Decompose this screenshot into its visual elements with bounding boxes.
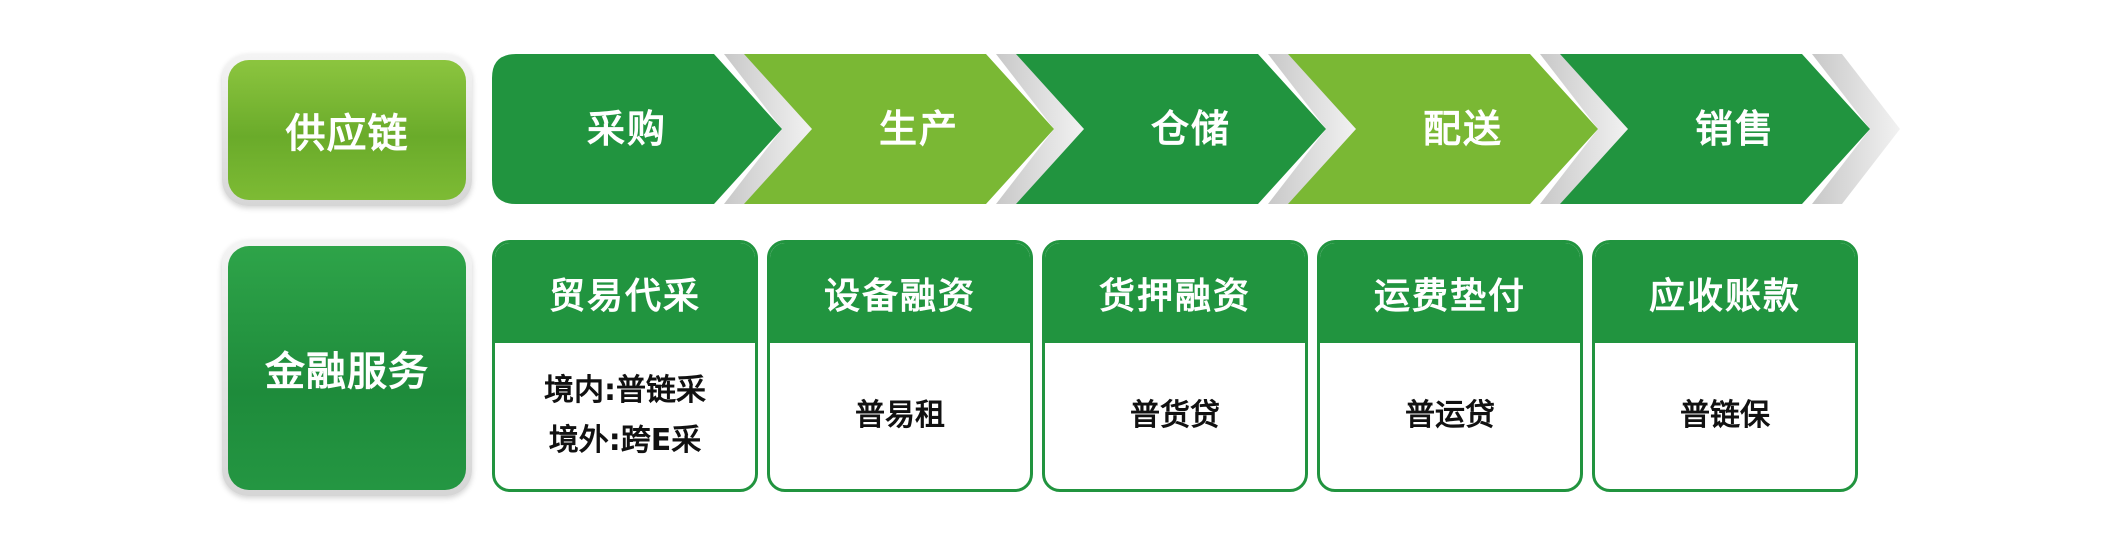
finance-services-label-box: 金融服务 bbox=[222, 240, 472, 496]
chevron-shadow bbox=[996, 54, 1084, 204]
finance-product-name: 普货贷 bbox=[1130, 398, 1220, 433]
finance-card-title: 应收账款 bbox=[1595, 243, 1855, 343]
chevron-stage-3 bbox=[1016, 54, 1326, 204]
finance-card-body: 普易租 bbox=[770, 343, 1030, 489]
finance-card-title: 贸易代采 bbox=[495, 243, 755, 343]
chevron-stage-label: 配送 bbox=[1422, 107, 1503, 151]
chevron-shadow bbox=[1812, 54, 1900, 204]
finance-services-label: 金融服务 bbox=[228, 246, 466, 490]
chevron-stage-4 bbox=[1288, 54, 1598, 204]
finance-product-name: 普链保 bbox=[1680, 398, 1770, 433]
supply-chain-label-box: 供应链 bbox=[222, 54, 472, 206]
chevron-stage-label: 生产 bbox=[878, 107, 959, 151]
finance-card-body: 普链保 bbox=[1595, 343, 1855, 489]
finance-card-body: 普货贷 bbox=[1045, 343, 1305, 489]
finance-card: 贸易代采境内:普链采境外:跨E采 bbox=[492, 240, 758, 492]
chevron-stage-label: 仓储 bbox=[1150, 107, 1231, 151]
finance-product-name: 境内:普链采 bbox=[544, 373, 706, 408]
supply-chain-label: 供应链 bbox=[228, 60, 466, 200]
finance-card: 货押融资普货贷 bbox=[1042, 240, 1308, 492]
finance-product-name: 境外:跨E采 bbox=[548, 423, 702, 458]
finance-card-title: 货押融资 bbox=[1045, 243, 1305, 343]
chevron-stage-2 bbox=[744, 54, 1054, 204]
chevron-stage-label: 采购 bbox=[586, 107, 667, 151]
chevron-shadow bbox=[724, 54, 812, 204]
chevron-stage-5 bbox=[1560, 54, 1870, 204]
chevron-shadow bbox=[1268, 54, 1356, 204]
finance-card-title: 设备融资 bbox=[770, 243, 1030, 343]
chevron-shadow bbox=[1540, 54, 1628, 204]
finance-card: 运费垫付普运贷 bbox=[1317, 240, 1583, 492]
finance-card-title: 运费垫付 bbox=[1320, 243, 1580, 343]
chevron-stage-1 bbox=[492, 54, 782, 204]
chevron-stage-label: 销售 bbox=[1694, 107, 1775, 151]
finance-card: 应收账款普链保 bbox=[1592, 240, 1858, 492]
finance-product-name: 普运贷 bbox=[1405, 398, 1495, 433]
finance-card-body: 境内:普链采境外:跨E采 bbox=[495, 343, 755, 489]
finance-product-name: 普易租 bbox=[855, 398, 945, 433]
finance-card-body: 普运贷 bbox=[1320, 343, 1580, 489]
finance-card: 设备融资普易租 bbox=[767, 240, 1033, 492]
